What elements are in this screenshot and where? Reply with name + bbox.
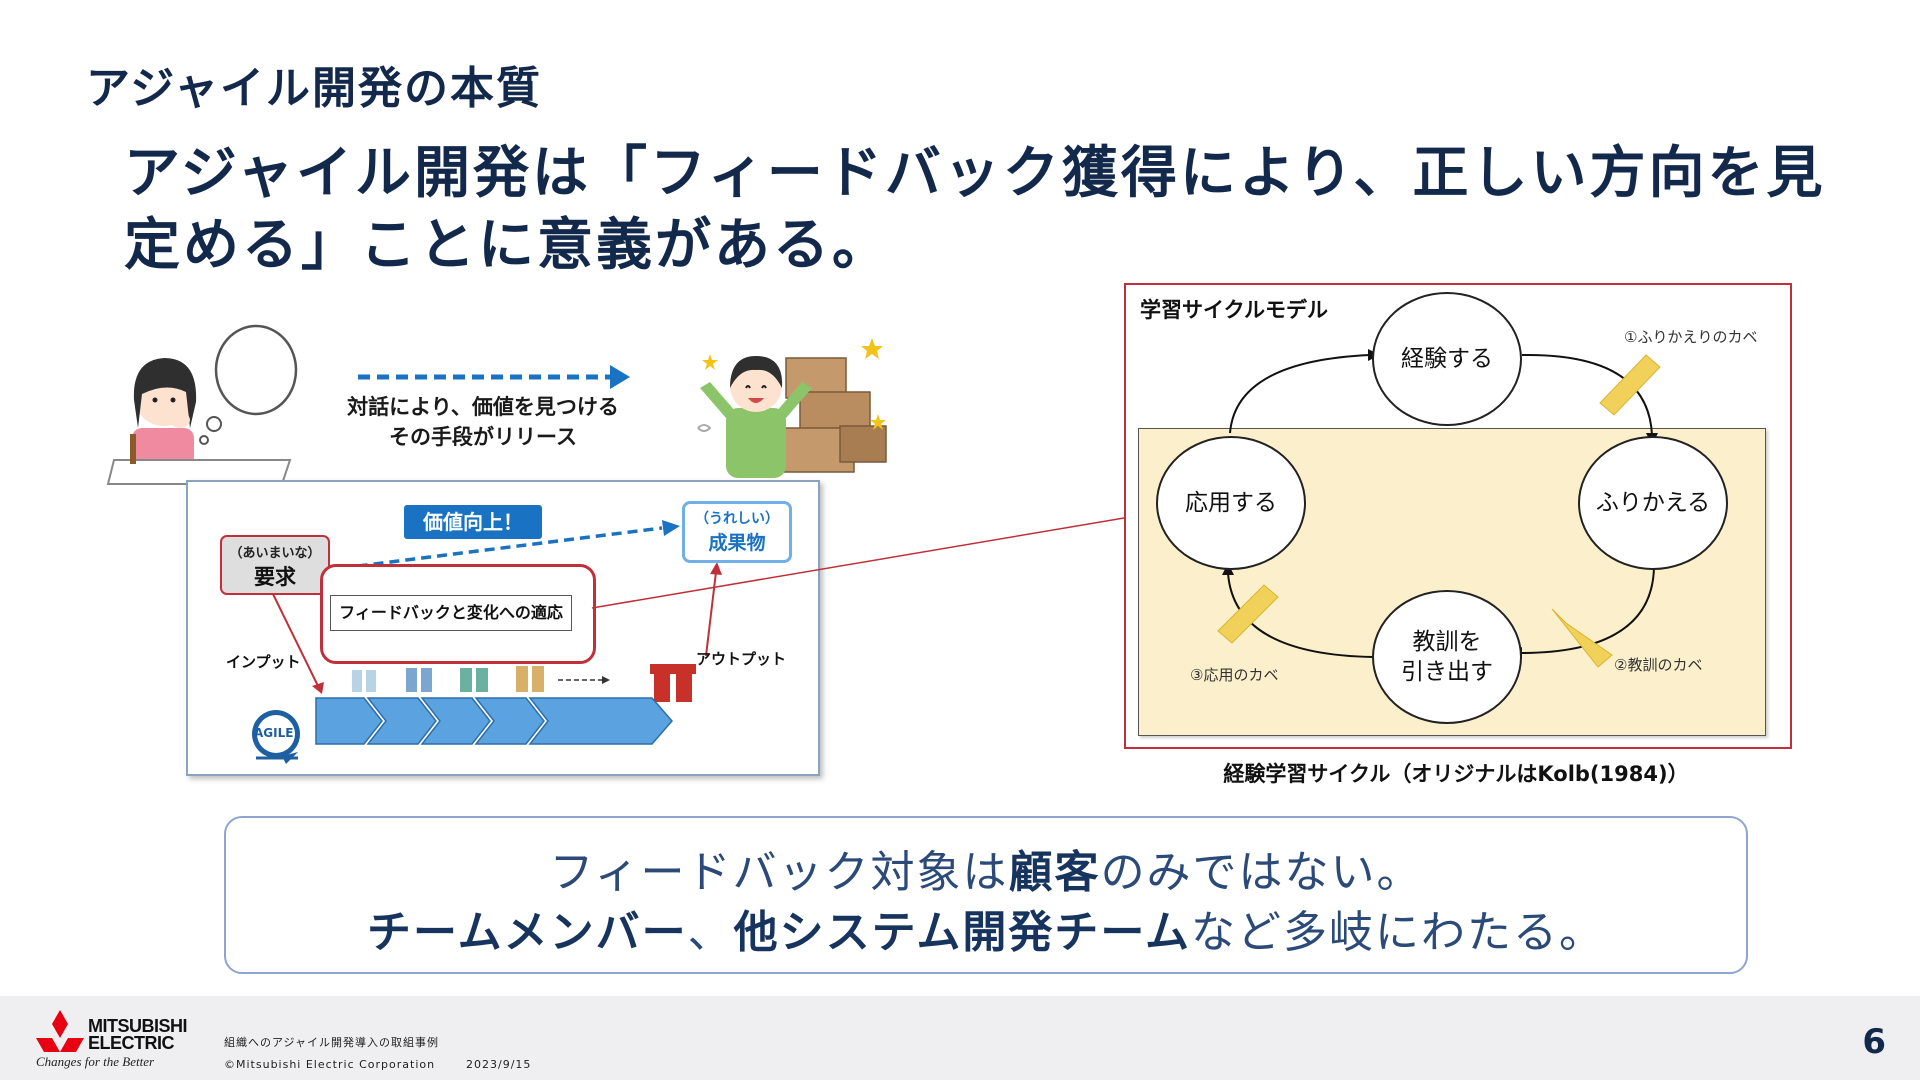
- node-lesson: 教訓を 引き出す: [1372, 590, 1522, 724]
- dialogue-line-2: その手段がリリース: [389, 425, 577, 449]
- product-box: （うれしい） 成果物: [682, 501, 792, 563]
- logo-line-2: ELECTRIC: [88, 1033, 175, 1053]
- node-lesson-line-1: 教訓を: [1412, 629, 1482, 655]
- node-lesson-line-2: 引き出す: [1401, 659, 1493, 685]
- slide-title: アジャイル開発の本質: [86, 63, 543, 114]
- message-line-1: フィードバック対象は顧客のみではない。: [226, 836, 1746, 900]
- wall-note-reflection: ①ふりかえりのカベ: [1624, 328, 1758, 346]
- slide-headline: アジャイル開発は「フィードバック獲得により、正しい方向を見 定める」ことに意義が…: [124, 138, 1824, 282]
- message-text: フィードバック対象は: [549, 847, 1009, 898]
- slide-footer: [0, 996, 1920, 1080]
- message-text: 、: [687, 907, 734, 958]
- gift-icons: [352, 660, 696, 702]
- connector-line: [591, 517, 1125, 609]
- dialogue-text: 対話により、価値を見つける その手段がリリース: [318, 392, 648, 452]
- feedback-message-box: フィードバック対象は顧客のみではない。 チームメンバー、他システム開発チームなど…: [224, 816, 1748, 974]
- mitsubishi-logo-icon: [36, 1010, 84, 1052]
- message-text: など多岐にわたる。: [1191, 907, 1606, 958]
- value-arrow: [358, 365, 630, 389]
- message-line-2: チームメンバー、他システム開発チームなど多岐にわたる。: [226, 896, 1746, 960]
- agile-badge: AGILE: [254, 726, 294, 740]
- learning-cycle-title: 学習サイクルモデル: [1140, 298, 1328, 322]
- headline-line-1: アジャイル開発は「フィードバック獲得により、正しい方向を見: [124, 141, 1826, 206]
- document-date: 2023/9/15: [466, 1058, 532, 1071]
- feedback-label: フィードバックと変化への適応: [330, 595, 572, 631]
- agile-process-graphics: [252, 520, 722, 764]
- request-box: （あいまいな） 要求: [220, 535, 330, 595]
- message-emphasis-team: チームメンバー: [366, 907, 688, 958]
- value-up-badge: 価値向上！: [404, 505, 542, 539]
- document-title: 組織へのアジャイル開発導入の取組事例: [224, 1036, 440, 1049]
- message-emphasis-other-teams: 他システム開発チーム: [733, 907, 1192, 958]
- happy-person-illustration: [697, 338, 887, 478]
- product-label: 成果物: [708, 532, 766, 554]
- headline-line-2: 定める」ことに意義がある。: [124, 213, 891, 278]
- wall-note-lesson: ②教訓のカベ: [1614, 656, 1703, 674]
- company-tagline: Changes for the Better: [36, 1054, 155, 1069]
- wall-note-apply: ③応用のカベ: [1190, 666, 1279, 684]
- message-emphasis-customer: 顧客: [1008, 847, 1101, 898]
- logo-line-1: MITSUBISHI: [88, 1016, 188, 1036]
- company-logo-text: MITSUBISHI ELECTRIC: [88, 1016, 188, 1053]
- input-label: インプット: [226, 653, 301, 671]
- copyright: ©Mitsubishi Electric Corporation: [224, 1058, 436, 1071]
- output-label: アウトプット: [696, 650, 787, 668]
- message-text: のみではない。: [1100, 847, 1423, 898]
- request-small-label: （あいまいな）: [229, 546, 321, 561]
- node-experience: 経験する: [1372, 292, 1522, 426]
- cycle-arrows: [1217, 349, 1661, 668]
- node-apply: 応用する: [1156, 436, 1306, 570]
- thinking-person-illustration: [106, 324, 298, 485]
- cycle-caption: 経験学習サイクル（オリジナルはKolb(1984)）: [1223, 762, 1689, 786]
- node-reflect: ふりかえる: [1578, 436, 1728, 570]
- request-label: 要求: [254, 565, 296, 589]
- product-small-label: （うれしい）: [695, 511, 779, 527]
- dialogue-line-1: 対話により、価値を見つける: [347, 395, 619, 419]
- page-number: 6: [1862, 1022, 1886, 1062]
